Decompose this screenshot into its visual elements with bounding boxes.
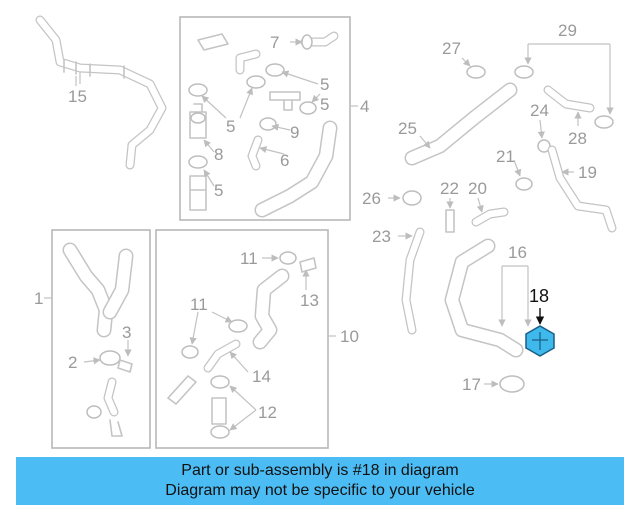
right-side-parts <box>401 65 617 393</box>
callout-3: 3 <box>122 323 131 342</box>
part-18-highlighted[interactable] <box>525 308 555 357</box>
callout-5c: 5 <box>226 117 235 136</box>
callout-23: 23 <box>372 227 391 246</box>
callout-22: 22 <box>440 179 459 198</box>
box-10-parts <box>167 251 317 439</box>
callout-11a: 11 <box>240 249 258 268</box>
parts-diagram: 15 7 5 5 4 5 9 6 8 5 1 2 3 11 13 10 11 1… <box>34 15 617 449</box>
callout-20: 20 <box>468 179 487 198</box>
callout-4: 4 <box>360 97 369 116</box>
box-4-parts <box>188 31 339 218</box>
group-box-4 <box>179 16 351 221</box>
callout-29: 29 <box>558 21 577 40</box>
callout-17: 17 <box>462 375 481 394</box>
callout-27: 27 <box>442 39 461 58</box>
box-1-parts <box>62 242 134 437</box>
callout-5b: 5 <box>320 95 329 114</box>
callout-14: 14 <box>252 367 271 386</box>
part-15-coolant-pipe <box>35 15 167 170</box>
info-banner: Part or sub-assembly is #18 in diagram D… <box>16 457 624 505</box>
banner-line-2: Diagram may not be specific to your vehi… <box>165 482 475 499</box>
banner-line-1: Part or sub-assembly is #18 in diagram <box>181 462 459 479</box>
callout-15: 15 <box>68 87 87 106</box>
leader-lines <box>75 38 614 431</box>
callout-19: 19 <box>578 163 597 182</box>
callout-labels: 15 7 5 5 4 5 9 6 8 5 1 2 3 11 13 10 11 1… <box>34 21 597 422</box>
callout-5d: 5 <box>214 181 223 200</box>
callout-7: 7 <box>270 33 279 52</box>
callout-28: 28 <box>568 129 587 148</box>
callout-21: 21 <box>496 147 515 166</box>
callout-12: 12 <box>258 403 277 422</box>
callout-16: 16 <box>508 243 527 262</box>
callout-13: 13 <box>300 291 319 310</box>
callout-25: 25 <box>398 119 417 138</box>
callout-24: 24 <box>530 101 549 120</box>
callout-2: 2 <box>68 353 77 372</box>
group-box-10 <box>155 229 329 449</box>
callout-5a: 5 <box>320 75 329 94</box>
callout-1: 1 <box>34 289 43 308</box>
group-box-1 <box>51 229 151 449</box>
callout-8: 8 <box>214 145 223 164</box>
callout-9: 9 <box>290 123 299 142</box>
callout-6: 6 <box>280 151 289 170</box>
callout-10: 10 <box>340 327 359 346</box>
callout-18: 18 <box>529 286 549 306</box>
callout-11b: 11 <box>190 295 208 314</box>
callout-26: 26 <box>362 189 381 208</box>
